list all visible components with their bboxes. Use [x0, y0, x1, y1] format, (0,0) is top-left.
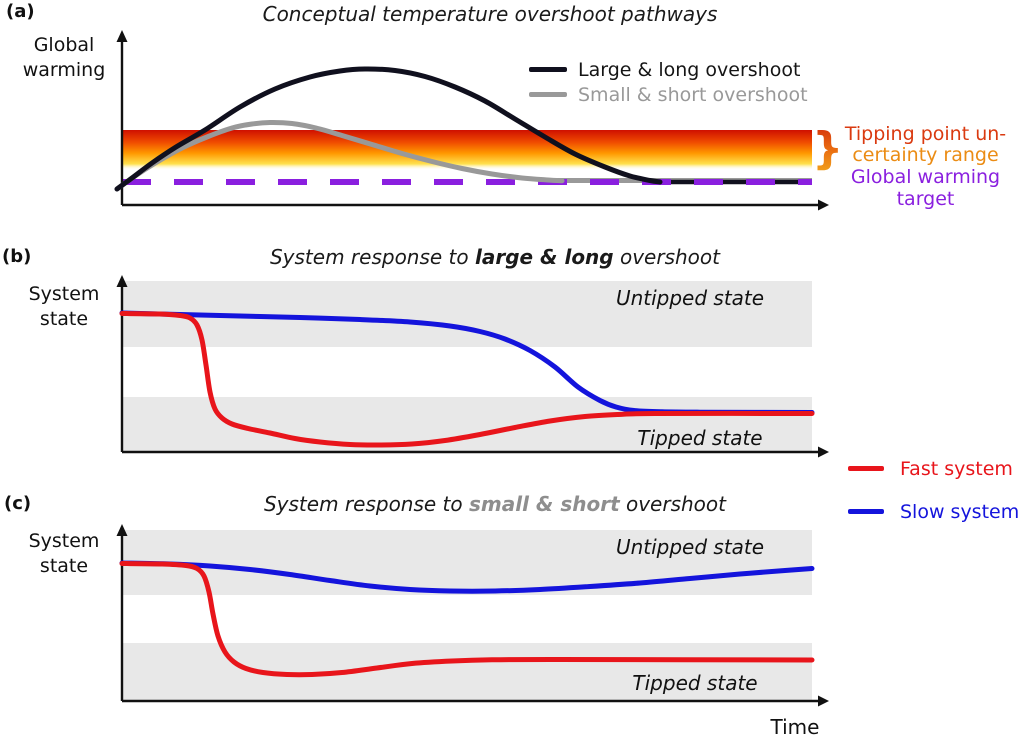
- y-label-line: warming: [22, 59, 106, 81]
- y-label-line: System: [28, 283, 100, 305]
- panel-a-y-axis-label: Global warming: [12, 33, 116, 83]
- panel-a-title-text: Conceptual temperature overshoot pathway…: [262, 2, 718, 26]
- y-label-line: state: [39, 555, 89, 577]
- y-label-line: state: [39, 308, 89, 330]
- x-axis-time-label: Time: [770, 715, 820, 736]
- panel-c-title-prefix: System response to: [263, 492, 469, 516]
- panel-c-title-bold: small & short: [469, 492, 620, 516]
- tipping-uncertainty-line1: Tipping point un-: [844, 123, 1007, 145]
- legend-swatch-small-short: [529, 92, 567, 97]
- panel-a-title: Conceptual temperature overshoot pathway…: [230, 2, 750, 26]
- y-label-line: System: [28, 530, 100, 552]
- uncertainty-brace-icon: }: [812, 123, 843, 174]
- y-label-line: Global: [33, 34, 95, 56]
- panel-c-title: System response to small & short oversho…: [235, 492, 755, 516]
- target-line2: target: [896, 188, 955, 210]
- panel-b-y-axis-label: System state: [12, 282, 116, 332]
- panel-c-label: (c): [4, 493, 32, 514]
- legend-label-slow-system: Slow system: [900, 501, 1020, 523]
- panel-b-title-prefix: System response to: [269, 245, 475, 269]
- legend-label-large-long: Large & long overshoot: [578, 59, 801, 81]
- panel-c-title-suffix: overshoot: [619, 492, 726, 516]
- legend-swatch-slow-system: [848, 509, 884, 514]
- panel-b-title-suffix: overshoot: [613, 245, 720, 269]
- panel-b-title: System response to large & long overshoo…: [235, 245, 755, 269]
- panel-b-untipped-state-label: Untipped state: [615, 286, 765, 310]
- panel-b-tipped-state-label: Tipped state: [637, 426, 763, 450]
- legend-swatch-fast-system: [848, 466, 884, 471]
- panel-c-y-axis-label: System state: [12, 529, 116, 579]
- legend-swatch-large-long: [529, 67, 567, 72]
- legend-label-fast-system: Fast system: [900, 458, 1013, 480]
- tipping-uncertainty-annotation: Tipping point un- certainty range: [833, 124, 1018, 166]
- panel-c-untipped-state-label: Untipped state: [615, 535, 765, 559]
- panel-b-title-bold: large & long: [475, 245, 614, 269]
- global-warming-target-annotation: Global warming target: [833, 166, 1018, 210]
- panel-a-label: (a): [6, 1, 35, 22]
- target-line1: Global warming: [850, 166, 1001, 188]
- panel-c-tipped-state-label: Tipped state: [632, 671, 758, 695]
- tipping-uncertainty-line2: certainty range: [852, 144, 999, 166]
- legend-label-small-short: Small & short overshoot: [578, 84, 808, 106]
- panel-b-label: (b): [2, 246, 32, 267]
